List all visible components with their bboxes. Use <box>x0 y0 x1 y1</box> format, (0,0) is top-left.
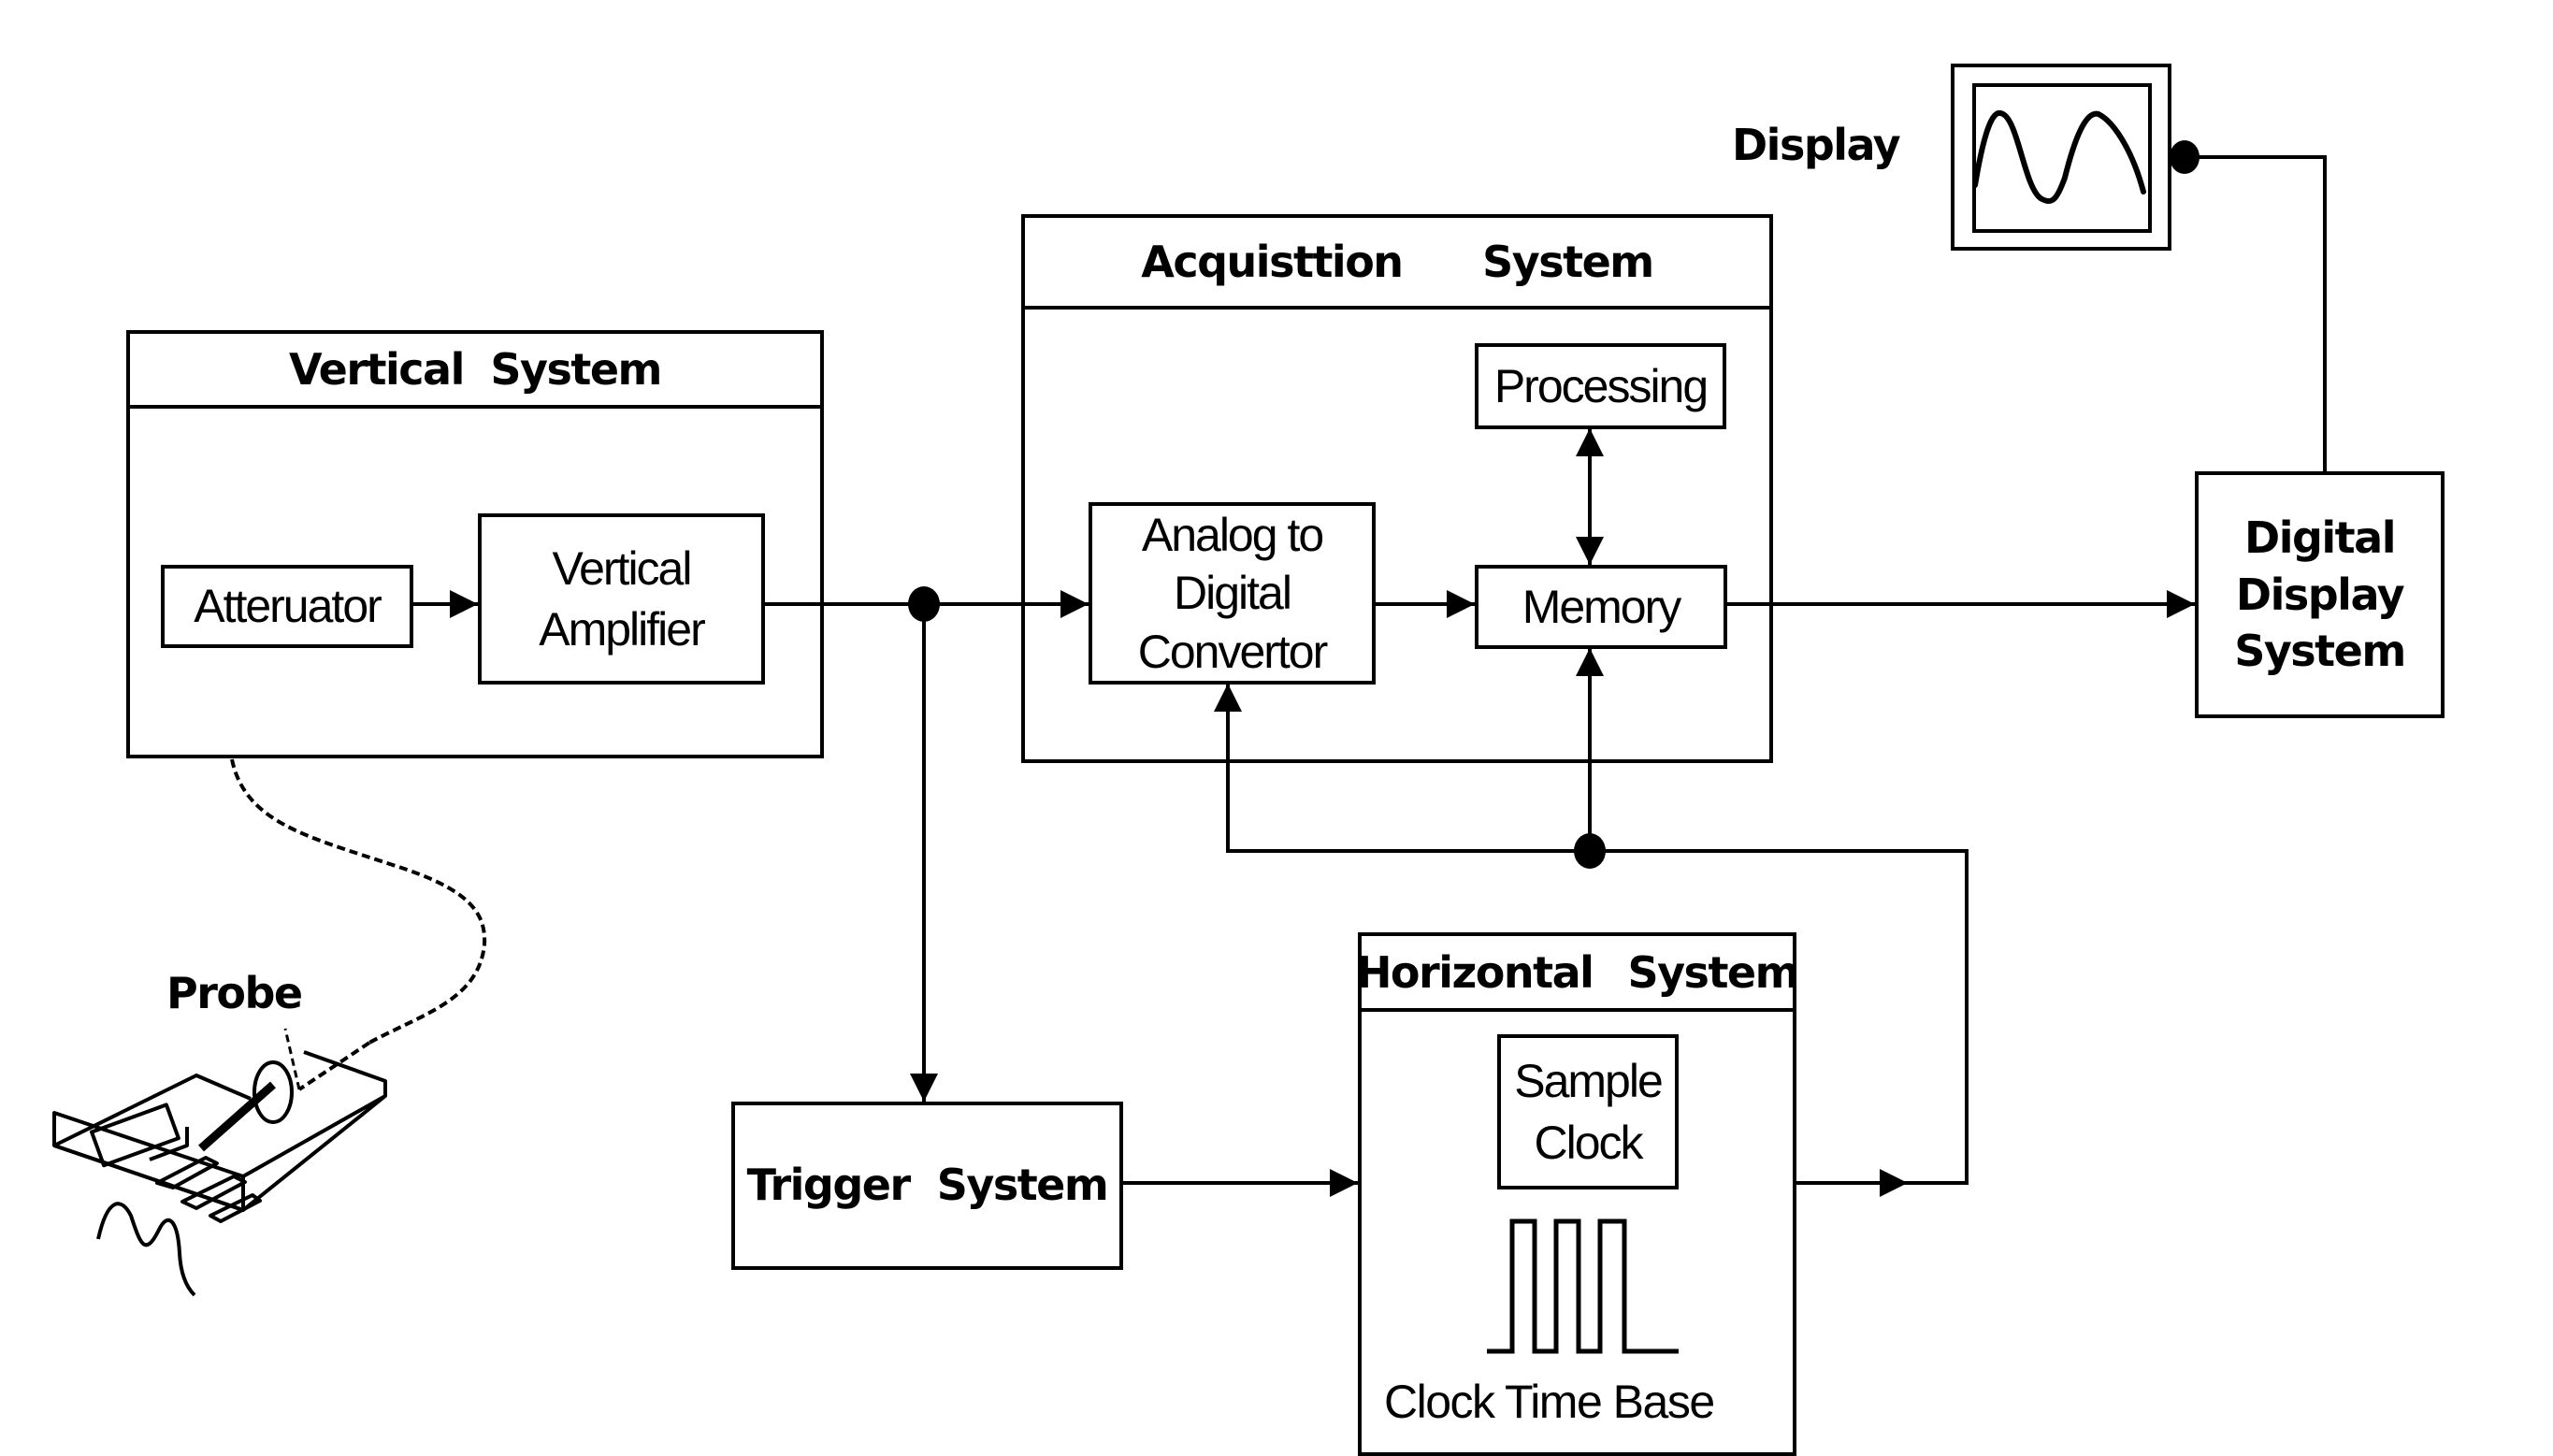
memory-label: Memory <box>1522 580 1682 633</box>
wire-clock-feedback-loop <box>1214 684 1969 1185</box>
digital-display-system-block: Digital Display System <box>2195 471 2445 718</box>
vertical-system-block: Vertical System <box>126 330 824 758</box>
trigger-system-block: Trigger System <box>731 1102 1123 1270</box>
junction-dot-signal <box>908 586 940 622</box>
attenuator-label: Atteruator <box>194 580 382 632</box>
adc-label: Analog to Digital Convertor <box>1137 508 1329 678</box>
circuit-board-icon <box>52 1050 387 1297</box>
horizontal-system-header: Horizontal System <box>1356 936 1800 1012</box>
probe-label: Probe <box>166 968 303 1018</box>
sample-clock-label: Sample Clock <box>1514 1055 1664 1169</box>
horizontal-system-label: Horizontal System <box>1355 946 1800 998</box>
attenuator-block: Atteruator <box>161 565 413 648</box>
sample-clock-block: Sample Clock <box>1497 1034 1679 1189</box>
display-label: Display <box>1732 120 1901 170</box>
memory-block: Memory <box>1475 565 1727 649</box>
processing-block: Processing <box>1475 343 1726 429</box>
probe-cable <box>230 758 487 1045</box>
monitor-icon <box>1951 64 2171 251</box>
vertical-system-label: Vertical System <box>289 344 662 395</box>
acquisition-system-label: Acquisttion System <box>1141 237 1654 287</box>
sine-wave-icon <box>1972 109 2146 204</box>
acquisition-system-header: Acquisttion System <box>1025 218 1769 310</box>
clock-pulse-icon <box>1487 1218 1679 1354</box>
probe-cable-lower <box>297 1041 371 1091</box>
clock-time-base-label: Clock Time Base <box>1384 1376 1715 1428</box>
acquisition-system-block: Acquisttion System <box>1021 214 1773 763</box>
adc-block: Analog to Digital Convertor <box>1089 502 1376 685</box>
trigger-system-label: Trigger System <box>746 1160 1109 1211</box>
vertical-amplifier-block: Vertical Amplifier <box>478 513 765 685</box>
digital-display-system-label: Digital Display System <box>2234 512 2406 677</box>
probe-grip-icon <box>252 1060 294 1124</box>
vertical-amplifier-label: Vertical Amplifier <box>539 541 705 656</box>
junction-dot-clock <box>1574 833 1606 869</box>
wire-display-system-to-monitor <box>2185 155 2327 471</box>
vertical-system-header: Vertical System <box>130 334 820 409</box>
horizontal-system-block: Horizontal System <box>1356 932 1800 1456</box>
probe-tip-line <box>283 1028 301 1090</box>
processing-label: Processing <box>1493 359 1709 412</box>
junction-dot-monitor <box>2170 140 2200 174</box>
